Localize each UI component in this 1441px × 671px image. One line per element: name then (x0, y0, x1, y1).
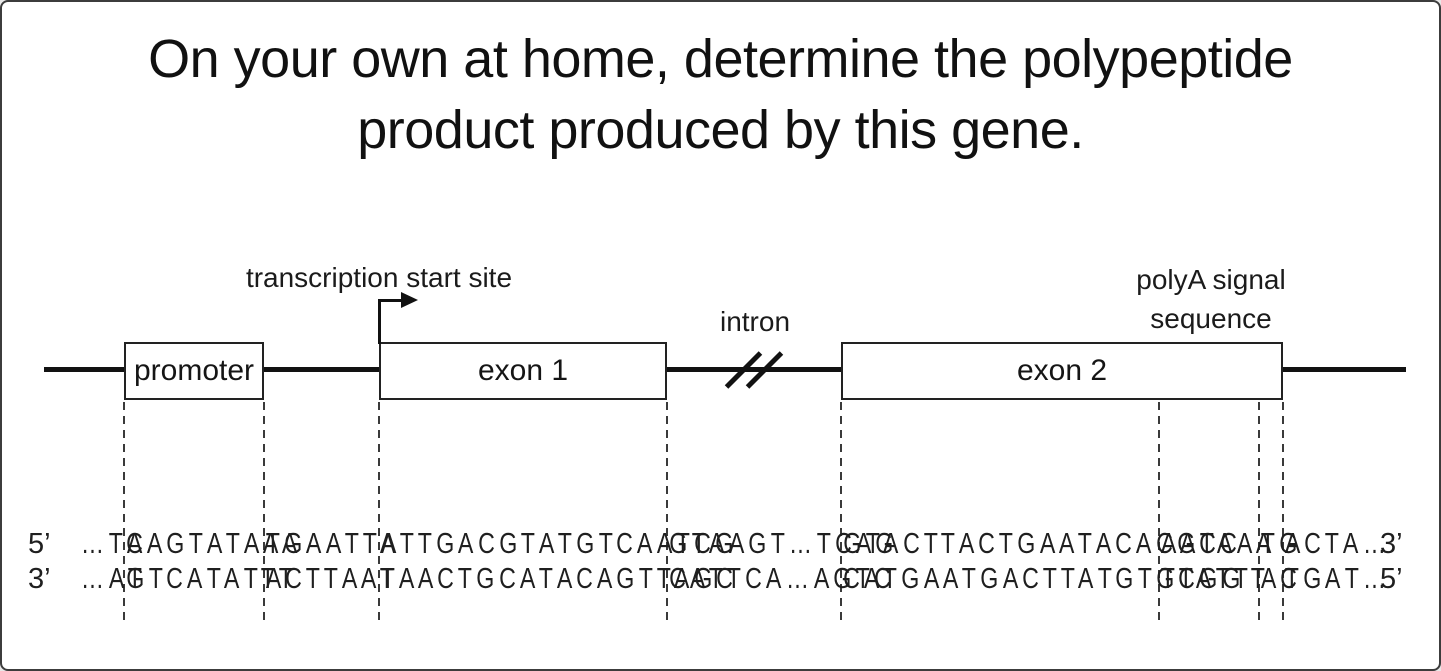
dashed-line-exon2-end (1282, 402, 1284, 624)
bottom-strand-5prime-label: 5’ (1380, 563, 1403, 595)
promoter-box: promoter (124, 342, 264, 400)
top-strand-5prime-label: 5’ (28, 528, 51, 560)
promoter-label: promoter (133, 354, 255, 387)
exon2-label: exon 2 (1016, 354, 1108, 387)
polya-label-line-1: polyA signal (1136, 264, 1286, 295)
title-line-2: product produced by this gene. (357, 100, 1084, 160)
dna-backbone-line (44, 367, 1406, 372)
dashed-line-exon2-start (840, 402, 842, 624)
exon1-box: exon 1 (379, 342, 667, 400)
dashed-line-exon1-start (378, 402, 380, 624)
transcription-start-arrow-shaft (378, 299, 403, 302)
bottom-strand-3prime-label: 3’ (28, 563, 51, 595)
exon2-box: exon 2 (841, 342, 1283, 400)
dashed-line-promoter-end (263, 402, 265, 624)
dashed-line-polya-end (1258, 402, 1260, 624)
page-title: On your own at home, determine the polyp… (2, 24, 1439, 166)
dashed-line-exon1-end (666, 402, 668, 624)
transcription-start-arrow (378, 300, 381, 344)
title-line-1: On your own at home, determine the polyp… (148, 29, 1293, 89)
top-strand-3prime-label: 3’ (1380, 528, 1403, 560)
transcription-start-arrowhead-icon (401, 292, 418, 308)
dashed-line-polya-start (1158, 402, 1160, 624)
dashed-line-promoter-start (123, 402, 125, 624)
transcription-start-site-label: transcription start site (245, 262, 513, 293)
polya-signal-label: polyA signal sequence (1111, 260, 1311, 338)
intron-label: intron (719, 306, 791, 337)
polya-label-line-2: sequence (1150, 303, 1272, 334)
exon1-label: exon 1 (477, 354, 569, 387)
